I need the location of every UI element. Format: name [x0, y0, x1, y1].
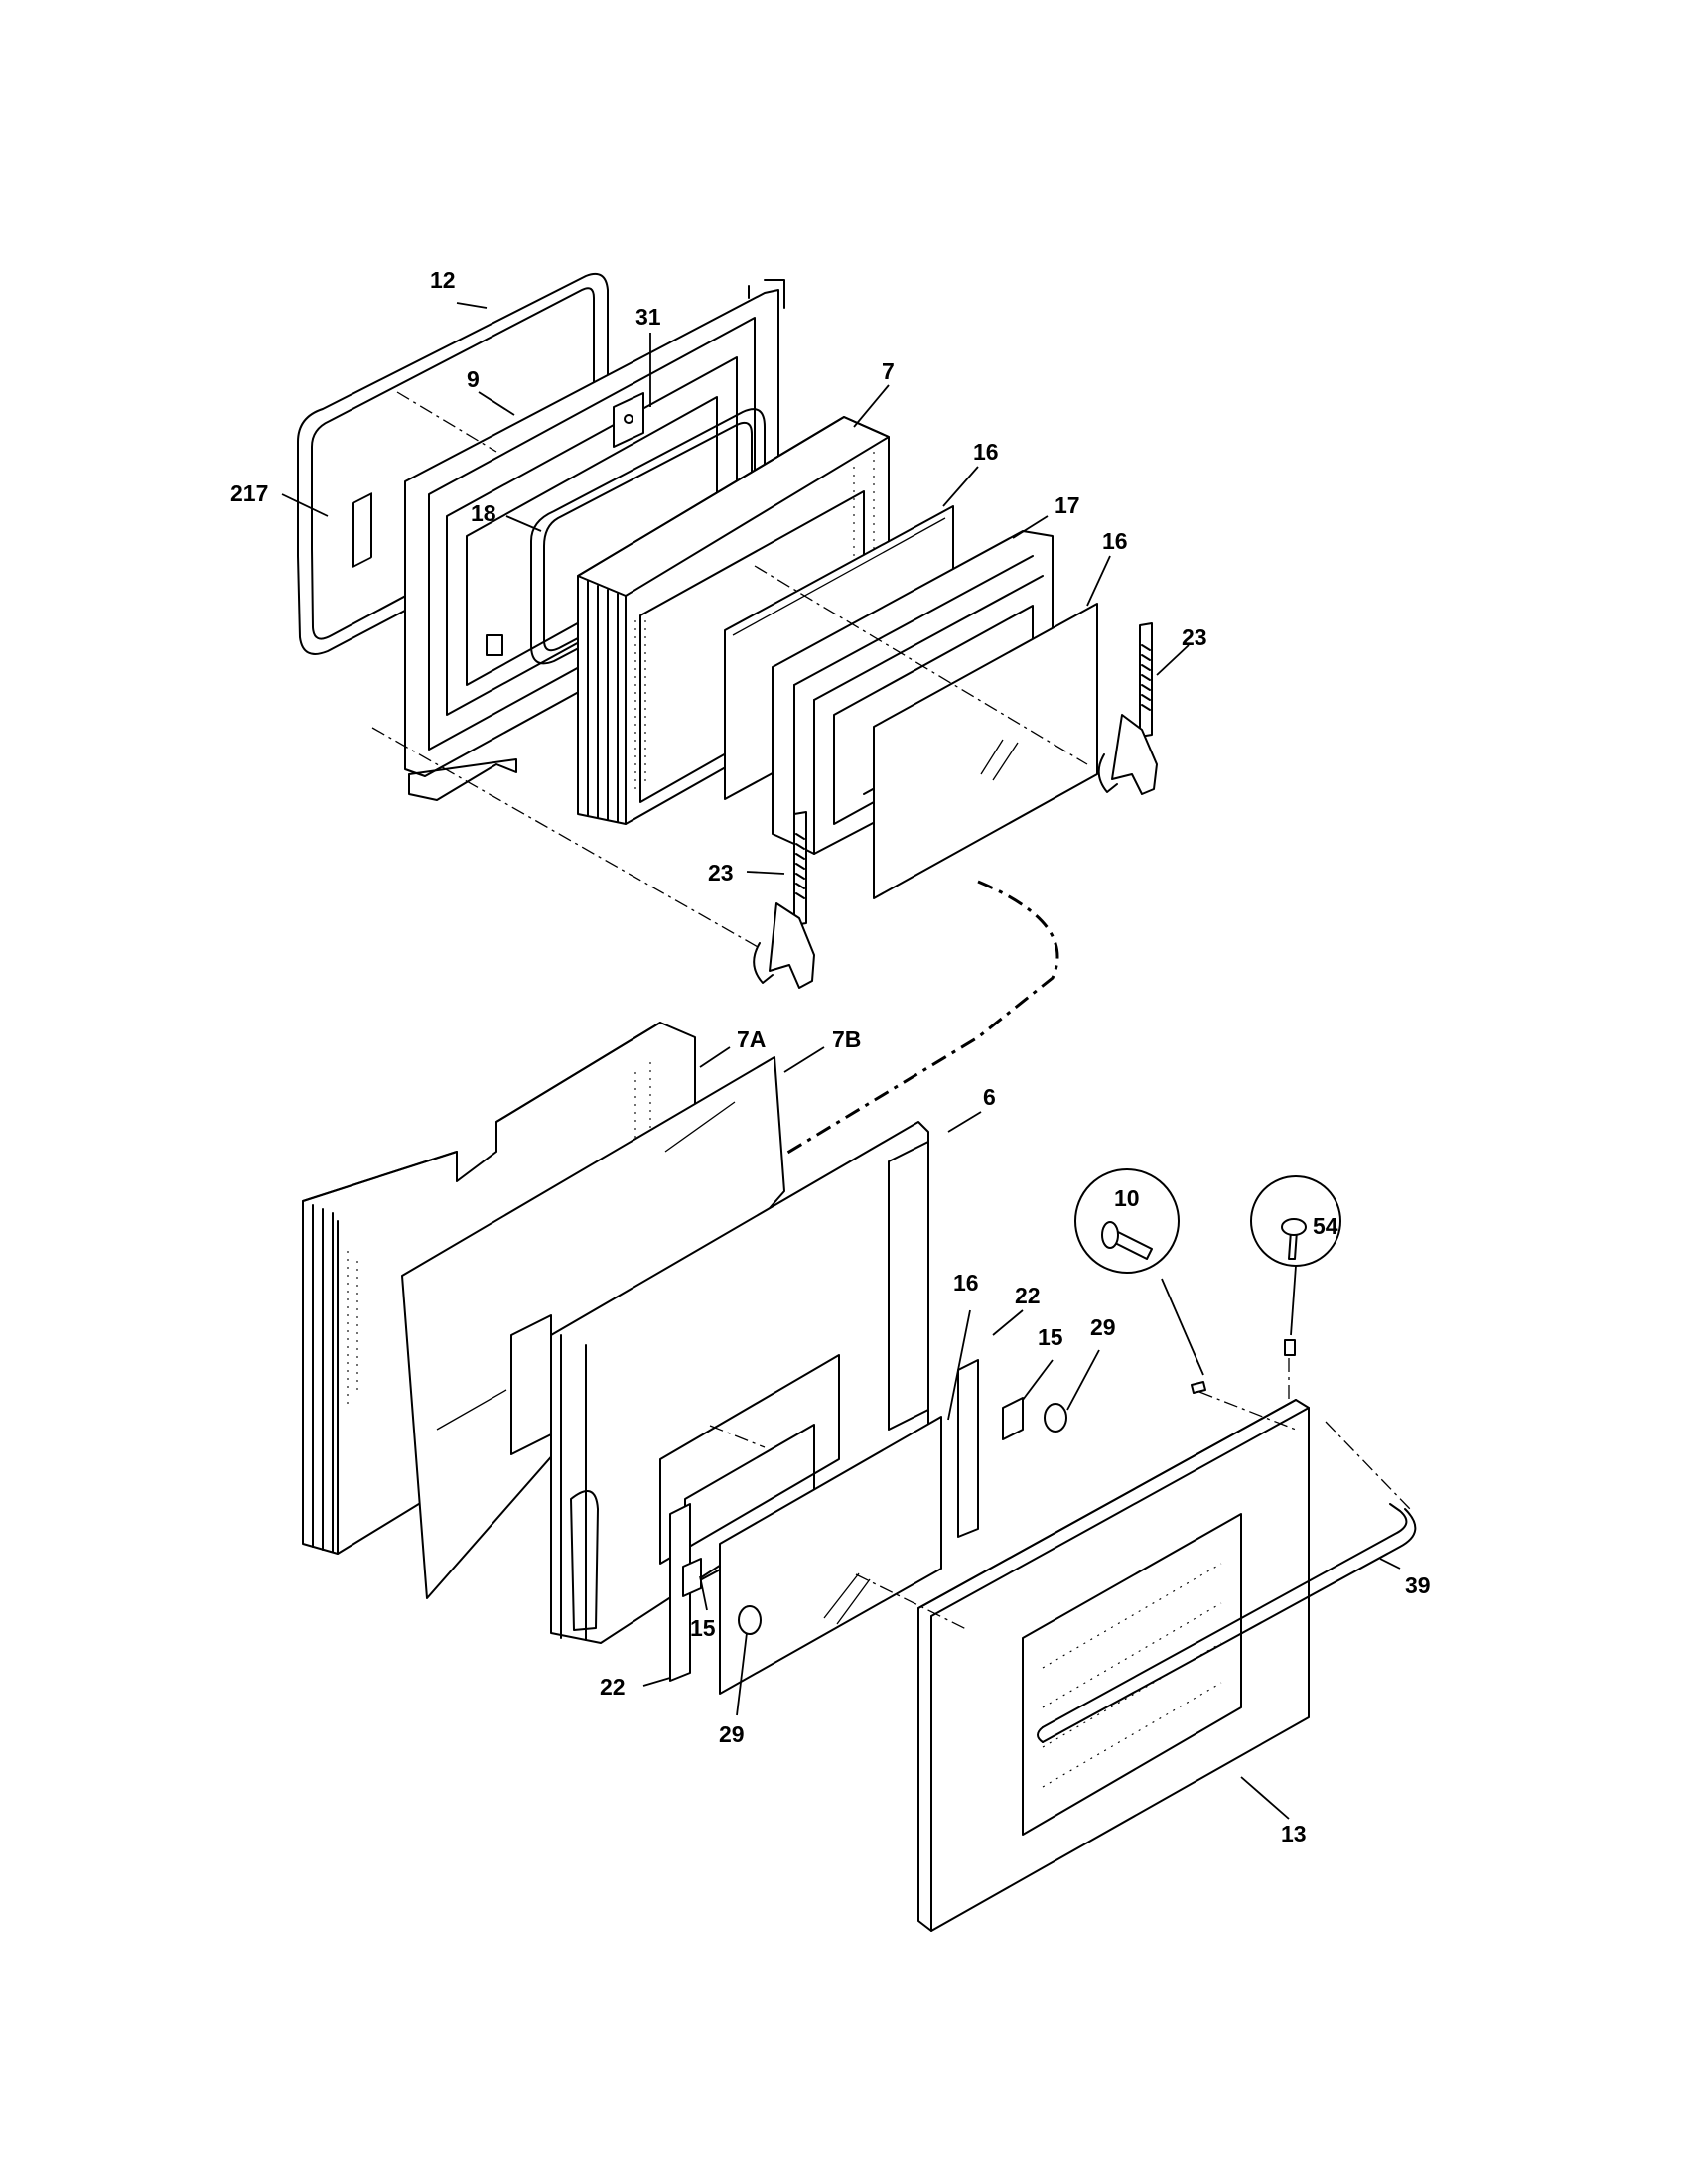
callout-16-right: 16 [1102, 528, 1128, 554]
glass-pane-16-right [873, 603, 1098, 899]
clip-15-right [1002, 1397, 1024, 1440]
callout-31: 31 [635, 304, 661, 330]
callout-6: 6 [983, 1084, 996, 1110]
bumper-29-left [738, 1605, 762, 1635]
callout-13: 13 [1281, 1821, 1307, 1846]
callout-15-right: 15 [1038, 1324, 1063, 1350]
screw-10-inset [1074, 1168, 1180, 1274]
callout-17: 17 [1055, 492, 1080, 518]
callout-16-lower: 16 [953, 1270, 979, 1296]
callout-23-right: 23 [1182, 624, 1207, 650]
bumper-29-right [1044, 1403, 1067, 1433]
callout-22-left: 22 [600, 1674, 626, 1700]
hinge-23-left [753, 811, 815, 989]
rail-22-left [669, 1503, 691, 1682]
rail-22-right [957, 1359, 979, 1538]
callout-29-right: 29 [1090, 1314, 1116, 1340]
bracket-31 [613, 392, 644, 448]
callout-39: 39 [1405, 1572, 1431, 1598]
callout-7A: 7A [737, 1026, 766, 1052]
hinge-23-right [1097, 622, 1158, 795]
callout-16-upper: 16 [973, 439, 999, 465]
callout-217: 217 [230, 480, 268, 506]
callout-54: 54 [1313, 1213, 1338, 1239]
callout-23-left: 23 [708, 860, 734, 886]
inner-door-liner-9 [404, 279, 785, 801]
outer-door-13 [917, 1399, 1310, 1932]
callout-10: 10 [1114, 1185, 1140, 1211]
callout-15-left: 15 [690, 1615, 716, 1641]
callout-22-right: 22 [1015, 1283, 1041, 1308]
callout-7: 7 [882, 358, 895, 384]
screw-54-inset [1250, 1175, 1341, 1267]
callout-18: 18 [471, 500, 496, 526]
callout-29-left: 29 [719, 1721, 745, 1747]
clip-15-left [682, 1558, 702, 1597]
callout-9: 9 [467, 366, 480, 392]
glass-pane-16-lower [719, 1416, 942, 1695]
callout-12: 12 [430, 267, 456, 293]
callout-7B: 7B [832, 1026, 861, 1052]
door-handle-39 [1037, 1503, 1417, 1743]
